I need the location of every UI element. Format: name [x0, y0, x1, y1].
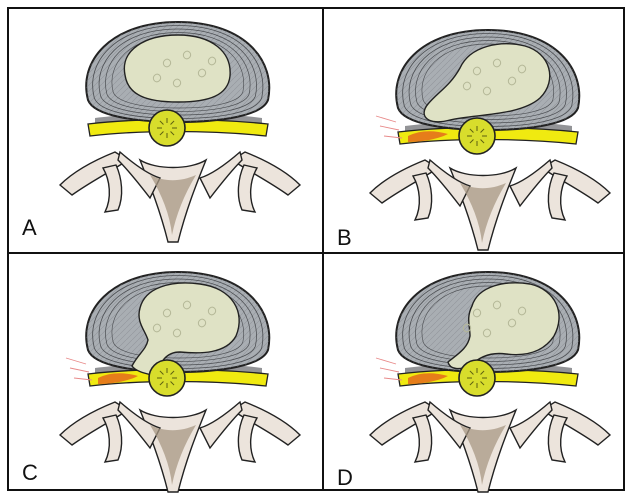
pain-mark-0 [376, 358, 396, 364]
pain-mark-1 [380, 126, 399, 130]
pain-mark-1 [70, 368, 89, 372]
spinal-cord-icon [459, 118, 495, 154]
pain-mark-0 [66, 358, 86, 364]
vertebra-process-2 [413, 415, 432, 462]
panel-label-b: B [337, 227, 352, 249]
panel-label-d: D [337, 467, 353, 489]
vertebra-process-6 [200, 402, 242, 448]
vertebra-icon [370, 160, 610, 250]
vertebra-process-3 [238, 415, 257, 462]
spinal-cord-icon [149, 360, 185, 396]
pain-mark-1 [380, 368, 399, 372]
panel-a-normal-disc [60, 22, 300, 242]
vertebra-icon [370, 402, 610, 492]
panel-d-disc-extrusion [370, 272, 610, 492]
panel-label-a: A [22, 217, 37, 239]
vertebra-process-3 [238, 165, 257, 212]
vertebra-process-2 [103, 165, 122, 212]
panel-b-disc-bulge [370, 30, 610, 250]
panel-c-disc-protrusion [60, 272, 300, 492]
panel-label-c: C [22, 462, 38, 484]
spinal-cord-icon [459, 360, 495, 396]
vertebra-process-6 [510, 402, 552, 448]
vertebra-process-6 [200, 152, 242, 198]
vertebra-icon [60, 402, 300, 492]
vertebra-process-3 [548, 173, 567, 220]
vertebra-process-2 [103, 415, 122, 462]
nucleus-pulposus [124, 35, 230, 102]
pain-mark-0 [376, 116, 396, 122]
vertebra-process-2 [413, 173, 432, 220]
vertebra-process-6 [510, 160, 552, 206]
vertebra-process-3 [548, 415, 567, 462]
vertebra-icon [60, 152, 300, 242]
spinal-cord-icon [149, 110, 185, 146]
